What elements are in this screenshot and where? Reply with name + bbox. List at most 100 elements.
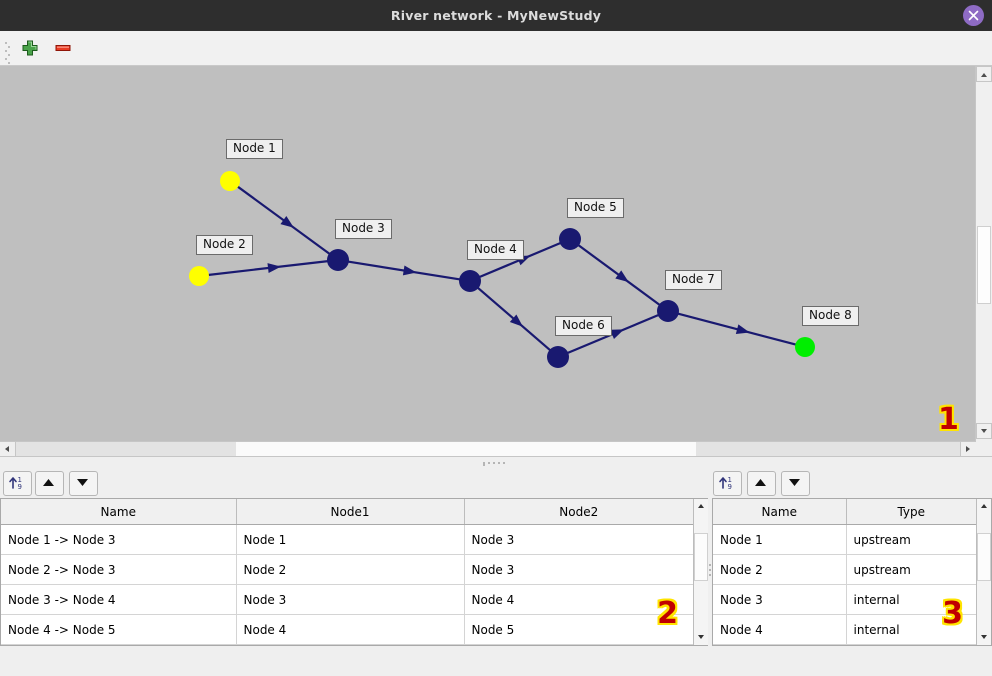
links-column-header-3[interactable]: Node2 — [464, 499, 693, 525]
graph-node-3[interactable] — [327, 249, 349, 271]
graph-node-label-1[interactable]: Node 1 — [226, 139, 283, 159]
nodes-column-header-2[interactable]: Type — [846, 499, 976, 525]
graph-node-label-8[interactable]: Node 8 — [802, 306, 859, 326]
links-cell-r2c2[interactable]: Node 2 — [236, 554, 465, 585]
scroll-up-arrow-icon[interactable] — [976, 66, 992, 82]
links-column-header-2[interactable]: Node1 — [236, 499, 465, 525]
nodes-column-header-1[interactable]: Name — [713, 499, 847, 525]
main-toolbar — [0, 31, 992, 66]
links-cell-r3c2[interactable]: Node 3 — [236, 584, 465, 615]
links-scroll-down-arrow-icon[interactable] — [694, 630, 708, 645]
scroll-left-arrow-icon[interactable] — [0, 442, 16, 456]
links-table-scrollbar[interactable] — [693, 499, 708, 645]
nodes-cell-r1c2[interactable]: upstream — [846, 524, 976, 555]
graph-edge-arrow-7 — [610, 329, 625, 340]
links-cell-r4c3[interactable]: Node 5 — [464, 614, 693, 645]
graph-node-5[interactable] — [559, 228, 581, 250]
links-cell-r2c1[interactable]: Node 2 -> Node 3 — [1, 554, 237, 585]
graph-node-4[interactable] — [459, 270, 481, 292]
table-row-partial[interactable] — [713, 644, 976, 645]
title-bar: River network - MyNewStudy — [0, 0, 992, 32]
nodes-cell-partial-c2[interactable] — [846, 644, 976, 645]
nodes-cell-r3c2[interactable]: internal — [846, 584, 976, 615]
scroll-right-arrow-icon[interactable] — [960, 442, 976, 456]
arrow-up-icon[interactable] — [747, 471, 776, 496]
arrow-down-icon[interactable] — [69, 471, 98, 496]
graph-edge-8[interactable] — [677, 312, 797, 346]
graph-node-label-6[interactable]: Node 6 — [555, 316, 612, 336]
nodes-scroll-up-arrow-icon[interactable] — [977, 499, 991, 514]
graph-vertical-scrollbar[interactable] — [975, 66, 992, 456]
nodes-cell-partial-c1[interactable] — [713, 644, 847, 645]
graph-node-8[interactable] — [795, 337, 815, 357]
graph-node-label-7[interactable]: Node 7 — [665, 270, 722, 290]
links-cell-partial-c1[interactable] — [1, 644, 237, 645]
links-scroll-thumb[interactable] — [694, 533, 708, 581]
nodes-scroll-down-arrow-icon[interactable] — [977, 630, 991, 645]
graph-canvas[interactable]: Node 1 Node 2 Node 3 Node 4 Node 5 Node 6 Node… — [0, 66, 977, 441]
links-cell-r1c2[interactable]: Node 1 — [236, 524, 465, 555]
sort-icon[interactable]: 1 9 — [3, 471, 32, 496]
vertical-splitter[interactable] — [708, 468, 712, 676]
scroll-down-arrow-icon[interactable] — [976, 423, 992, 439]
horizontal-splitter[interactable] — [0, 456, 992, 469]
nodes-cell-r4c2[interactable]: internal — [846, 614, 976, 645]
nodes-scroll-thumb[interactable] — [977, 533, 991, 581]
sort-icon[interactable]: 1 9 — [713, 471, 742, 496]
nodes-cell-r3c1[interactable]: Node 3 — [713, 584, 847, 615]
nodes-cell-r2c2[interactable]: upstream — [846, 554, 976, 585]
links-column-header-1[interactable]: Name — [1, 499, 237, 525]
nodes-table-scrollbar[interactable] — [976, 499, 991, 645]
nodes-cell-r1c1[interactable]: Node 1 — [713, 524, 847, 555]
graph-horizontal-scrollbar[interactable] — [0, 441, 976, 457]
graph-node-7[interactable] — [657, 300, 679, 322]
graph-hscroll-thumb[interactable] — [236, 442, 696, 456]
toolbar-grip[interactable] — [5, 40, 10, 64]
arrow-down-icon[interactable] — [781, 471, 810, 496]
graph-vscroll-thumb[interactable] — [977, 226, 991, 304]
graph-node-2[interactable] — [189, 266, 209, 286]
graph-node-1[interactable] — [220, 171, 240, 191]
nodes-cell-r4c1[interactable]: Node 4 — [713, 614, 847, 645]
graph-node-label-3[interactable]: Node 3 — [335, 219, 392, 239]
graph-edge-2[interactable] — [207, 260, 329, 277]
links-cell-r3c3[interactable]: Node 4 — [464, 584, 693, 615]
graph-node-label-4[interactable]: Node 4 — [467, 240, 524, 260]
links-cell-r3c1[interactable]: Node 3 -> Node 4 — [1, 584, 237, 615]
links-cell-r2c3[interactable]: Node 3 — [464, 554, 693, 585]
links-cell-r4c2[interactable]: Node 4 — [236, 614, 465, 645]
add-plus-icon[interactable] — [20, 38, 40, 58]
graph-node-label-2[interactable]: Node 2 — [196, 235, 253, 255]
nodes-cell-r2c1[interactable]: Node 2 — [713, 554, 847, 585]
graph-edge-arrow-5 — [509, 314, 523, 327]
delete-minus-icon[interactable] — [53, 38, 73, 58]
network-graph-panel: Node 1 Node 2 Node 3 Node 4 Node 5 Node 6 Node… — [0, 66, 992, 457]
graph-edge-arrow-1 — [280, 216, 294, 228]
links-cell-partial-c3[interactable] — [464, 644, 693, 645]
links-cell-r4c1[interactable]: Node 4 -> Node 5 — [1, 614, 237, 645]
graph-node-label-5[interactable]: Node 5 — [567, 198, 624, 218]
table-row-partial[interactable] — [1, 644, 693, 645]
links-scroll-up-arrow-icon[interactable] — [694, 499, 708, 514]
close-icon[interactable] — [963, 5, 984, 26]
links-cell-r1c3[interactable]: Node 3 — [464, 524, 693, 555]
links-cell-r1c1[interactable]: Node 1 -> Node 3 — [1, 524, 237, 555]
arrow-up-icon[interactable] — [35, 471, 64, 496]
links-cell-partial-c2[interactable] — [236, 644, 465, 645]
graph-node-6[interactable] — [547, 346, 569, 368]
